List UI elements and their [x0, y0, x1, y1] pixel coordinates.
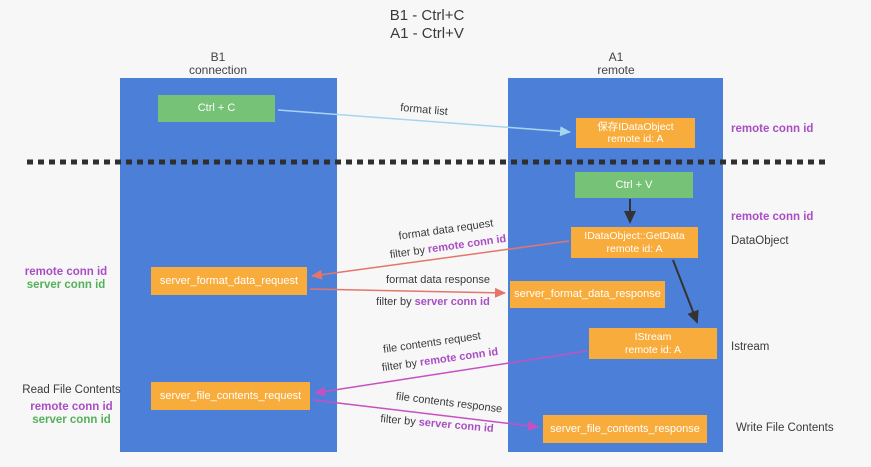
format-list-arrow [277, 109, 571, 137]
save-dataobject-box: 保存IDataObject remote id: A [576, 118, 695, 148]
server-format-data-request-box: server_format_data_request [151, 267, 307, 295]
write-file-contents-label: Write File Contents [736, 422, 834, 434]
server-file-contents-response-label: server_file_contents_response [550, 422, 700, 435]
left-server-conn-id-1: server conn id [26, 279, 106, 291]
save-dataobject-line1: 保存IDataObject [597, 120, 674, 133]
ctrl-v-box: Ctrl + V [575, 172, 693, 198]
server-format-data-response-label: server_format_data_response [514, 288, 661, 300]
server-file-contents-request-box: server_file_contents_request [151, 382, 310, 410]
server-format-data-response-box: server_format_data_response [510, 281, 665, 308]
format-data-response-arrow [309, 287, 506, 298]
getdata-box: IDataObject::GetData remote id: A [571, 227, 698, 258]
file-contents-response-arrow [312, 399, 539, 431]
diagram-title: B1 - Ctrl+C A1 - Ctrl+V [390, 7, 465, 43]
getdata-line1: IDataObject::GetData [584, 230, 685, 242]
istream-line2: remote id: A [624, 343, 682, 356]
istream-line1: IStream [634, 331, 672, 343]
left-conn-id-block-1: remote conn id server conn id [10, 266, 122, 292]
ctrl-c-label: Ctrl + C [197, 102, 236, 114]
getdata-to-istream-arrow [672, 259, 699, 324]
left-read-file-contents-block: Read File Contents remote conn id server… [15, 384, 128, 427]
ctrl-c-box: Ctrl + C [158, 95, 275, 122]
getdata-line2: remote id: A [606, 242, 663, 255]
filter-by-text-2: filter by [376, 296, 412, 308]
istream-side-label: Istream [731, 341, 770, 353]
column-b1-title: B1 [210, 50, 226, 64]
column-b1-subtitle: connection [188, 63, 248, 77]
left-remote-conn-id-2: remote conn id [30, 401, 113, 413]
title-line-1: B1 - Ctrl+C [389, 7, 465, 24]
right-remote-conn-id-2: remote conn id [731, 211, 814, 223]
column-a1-subtitle: remote [597, 63, 635, 77]
file-contents-request-arrow [314, 350, 588, 397]
column-a1-title: A1 [608, 50, 624, 64]
server-file-contents-response-box: server_file_contents_response [543, 415, 707, 443]
format-data-request-arrow [311, 240, 570, 280]
server-conn-id-text-1: server conn id [414, 296, 490, 308]
save-dataobject-line2: remote id: A [607, 133, 664, 145]
istream-box: IStream remote id: A [589, 328, 717, 359]
dataobject-label: DataObject [731, 235, 789, 247]
left-server-conn-id-2: server conn id [32, 414, 111, 426]
column-header-a1: A1 remote [597, 51, 634, 77]
format-data-response-label: format data response [386, 274, 490, 286]
column-header-b1: B1 connection [189, 51, 247, 77]
title-line-2: A1 - Ctrl+V [390, 25, 464, 42]
ctrl-v-label: Ctrl + V [615, 178, 653, 191]
left-remote-conn-id-1: remote conn id [24, 266, 108, 278]
server-format-data-request-label: server_format_data_request [159, 274, 299, 287]
server-file-contents-request-label: server_file_contents_request [159, 389, 302, 402]
read-file-contents-label: Read File Contents [22, 384, 121, 396]
right-remote-conn-id-1: remote conn id [731, 123, 814, 135]
